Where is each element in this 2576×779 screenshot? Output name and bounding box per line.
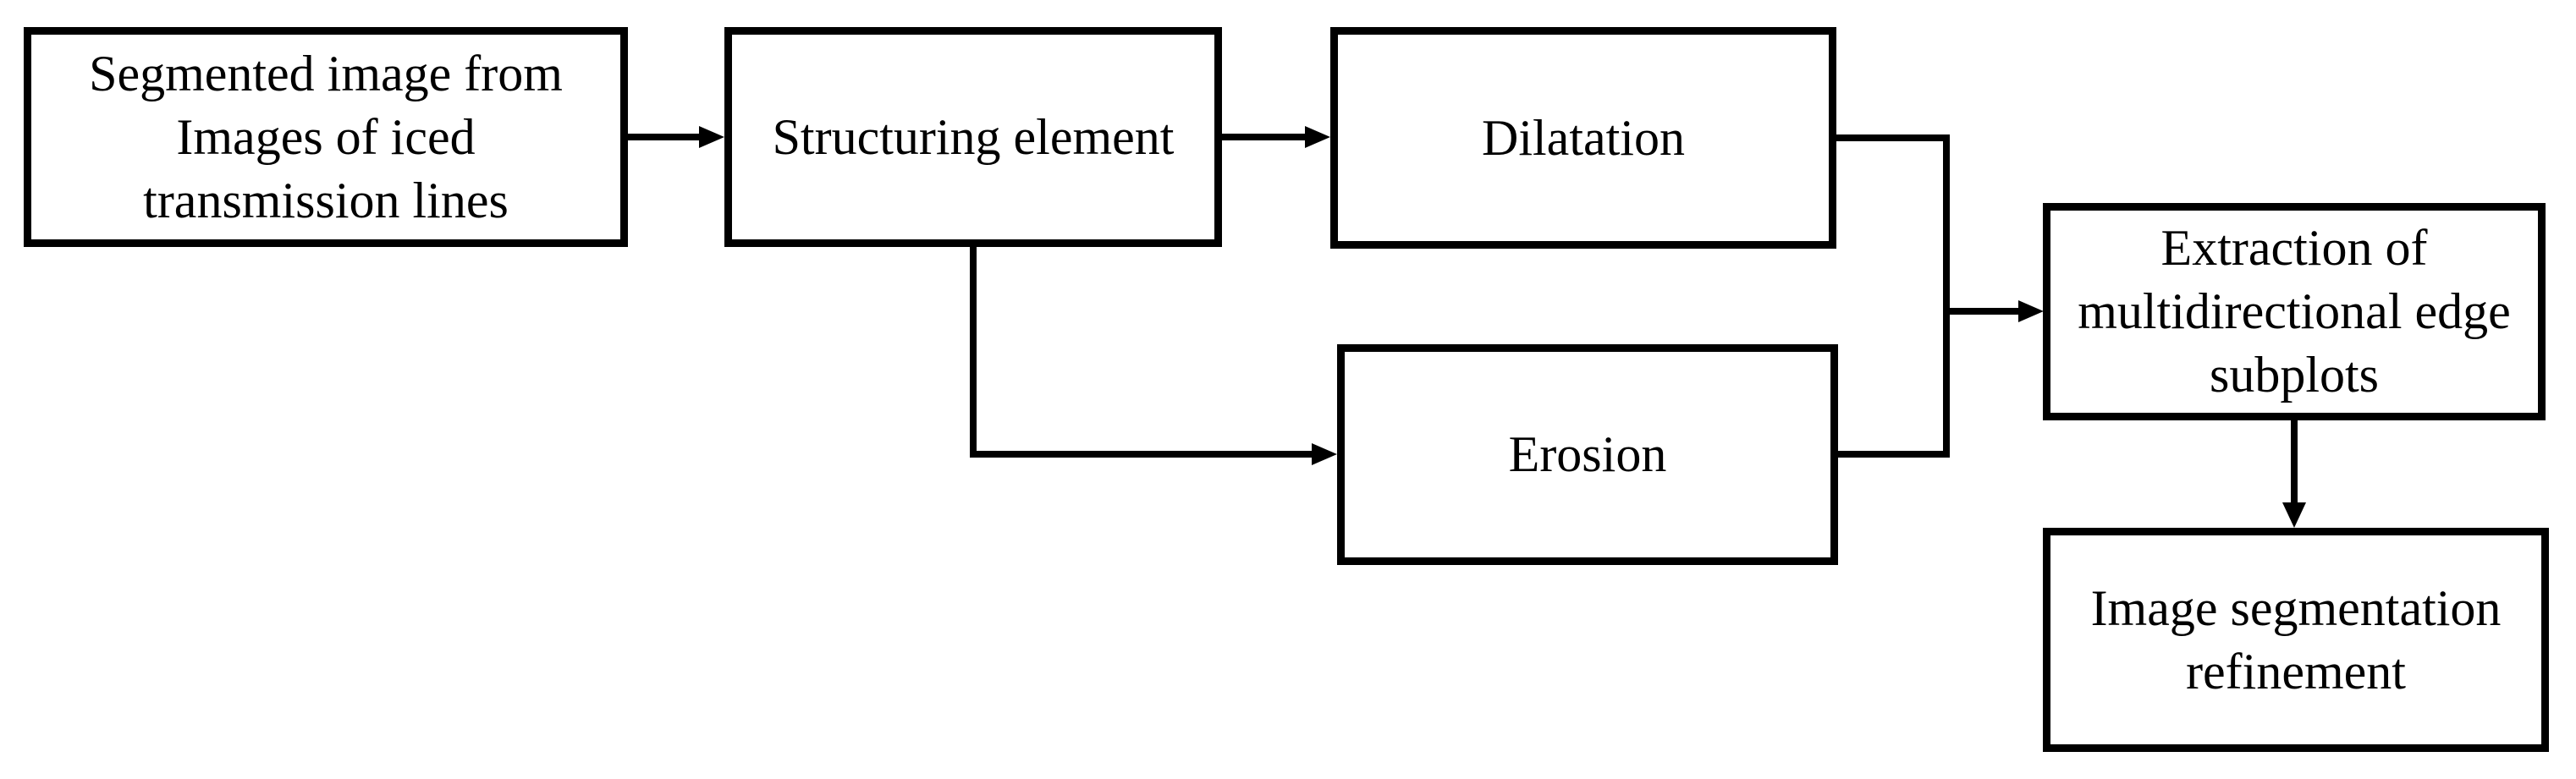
connector-structuring-to-dilatation-shaft xyxy=(1222,134,1308,140)
node-segmented-image: Segmented image from Images of iced tran… xyxy=(24,27,628,247)
node-erosion: Erosion xyxy=(1337,344,1838,565)
connector-dilatation-to-junction-horizontal xyxy=(1836,134,1950,141)
node-extraction-subplots-label-line1: Extraction of xyxy=(2160,220,2428,276)
node-structuring-element: Structuring element xyxy=(724,27,1222,247)
connector-erosion-to-junction-horizontal xyxy=(1838,451,1950,458)
connector-structuring-to-erosion-horizontal xyxy=(970,451,1315,458)
connector-segmented-to-structuring-shaft xyxy=(628,134,702,140)
connector-structuring-to-erosion-vertical xyxy=(970,247,977,458)
node-extraction-subplots-label-line2: multidirectional edge xyxy=(2078,283,2511,339)
arrowhead-into-structuring-element-icon xyxy=(699,126,724,148)
node-segmented-image-label-line1: Segmented image from xyxy=(89,45,563,101)
node-structuring-element-label: Structuring element xyxy=(772,108,1175,165)
node-dilatation-label: Dilatation xyxy=(1482,109,1685,166)
node-image-segmentation-refinement-label-line1: Image segmentation xyxy=(2090,579,2502,636)
arrowhead-into-erosion-icon xyxy=(1312,443,1337,465)
node-extraction-subplots-label-line3: subplots xyxy=(2209,347,2380,403)
node-extraction-subplots: Extraction of multidirectional edge subp… xyxy=(2043,203,2546,420)
node-segmented-image-label-line3: transmission lines xyxy=(143,172,509,228)
node-image-segmentation-refinement-label-line2: refinement xyxy=(2186,643,2406,699)
arrowhead-into-extraction-icon xyxy=(2018,300,2044,322)
node-image-segmentation-refinement: Image segmentation refinement xyxy=(2043,528,2549,752)
node-segmented-image-label-line2: Images of iced xyxy=(176,108,476,165)
connector-extraction-to-refinement-shaft xyxy=(2291,420,2298,505)
connector-junction-vertical xyxy=(1943,134,1950,458)
node-erosion-label: Erosion xyxy=(1508,426,1667,482)
arrowhead-into-refinement-icon xyxy=(2282,502,2306,528)
arrowhead-into-dilatation-icon xyxy=(1305,126,1330,148)
node-dilatation: Dilatation xyxy=(1330,27,1836,249)
connector-junction-to-extraction-shaft xyxy=(1950,308,2022,315)
